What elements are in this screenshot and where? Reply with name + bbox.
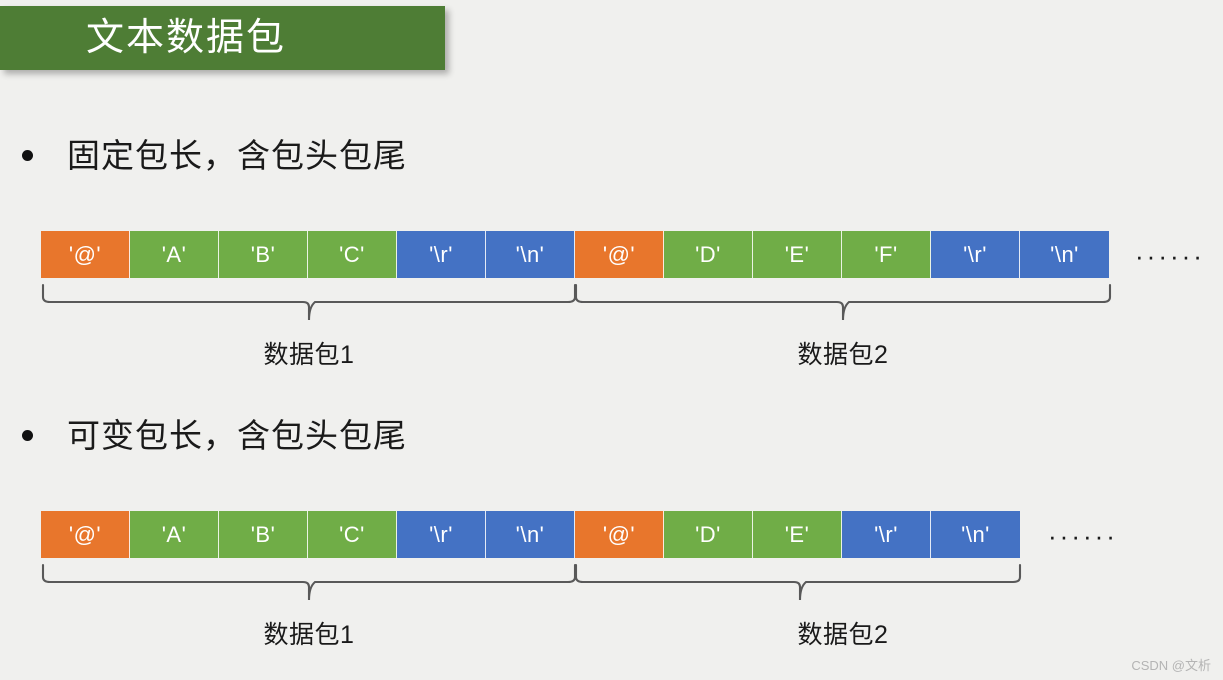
packet-cell: 'B' — [219, 511, 308, 558]
packet-cell: '@' — [575, 231, 664, 278]
bullet-dot-icon — [22, 429, 33, 441]
packet-cell: '\n' — [931, 511, 1020, 558]
packet-row-fixed-length: '@' 'A' 'B' 'C' '\r' '\n' '@' 'D' 'E' 'F… — [41, 231, 1109, 278]
packet-row-variable-length: '@' 'A' 'B' 'C' '\r' '\n' '@' 'D' 'E' '\… — [41, 511, 1020, 558]
packet-cell: '@' — [41, 511, 130, 558]
packet-cell: '\r' — [397, 511, 486, 558]
bullet-item-1: 固定包长，含包头包尾 — [22, 132, 407, 178]
bullet-label-2: 可变包长，含包头包尾 — [67, 416, 407, 454]
brace-packet-2-row-2 — [574, 563, 1022, 601]
packet-cell: 'D' — [664, 511, 753, 558]
bullet-item-2: 可变包长，含包头包尾 — [22, 412, 407, 458]
bullet-label-1: 固定包长，含包头包尾 — [67, 136, 407, 174]
packet-cell: 'D' — [664, 231, 753, 278]
packet-label: 数据包1 — [263, 341, 355, 369]
packet-label: 数据包2 — [797, 621, 889, 649]
brace-packet-2-row-1 — [574, 283, 1112, 321]
packet-cell: '\r' — [397, 231, 486, 278]
packet-cell: '\r' — [931, 231, 1020, 278]
packet-cell: '\r' — [842, 511, 931, 558]
packet-cell: '@' — [41, 231, 130, 278]
ellipsis-continuation: ······ — [1135, 241, 1205, 271]
packet-cell: 'F' — [842, 231, 931, 278]
page-title: 文本数据包 — [86, 17, 287, 59]
packet-cell: '\n' — [486, 231, 575, 278]
bullet-dot-icon — [22, 149, 33, 161]
packet-cell: '\n' — [486, 511, 575, 558]
ellipsis-continuation: ······ — [1048, 521, 1118, 551]
packet-cell: 'E' — [753, 511, 842, 558]
packet-cell: 'E' — [753, 231, 842, 278]
title-banner: 文本数据包 — [0, 6, 445, 70]
packet-cell: 'C' — [308, 511, 397, 558]
packet-cell: '@' — [575, 511, 664, 558]
packet-cell: 'B' — [219, 231, 308, 278]
packet-label: 数据包2 — [797, 341, 889, 369]
packet-label: 数据包1 — [263, 621, 355, 649]
brace-packet-1-row-1 — [41, 283, 577, 321]
packet-cell: 'A' — [130, 231, 219, 278]
packet-cell: '\n' — [1020, 231, 1109, 278]
brace-packet-1-row-2 — [41, 563, 577, 601]
packet-cell: 'A' — [130, 511, 219, 558]
packet-cell: 'C' — [308, 231, 397, 278]
watermark: CSDN @文析 — [1131, 658, 1211, 673]
